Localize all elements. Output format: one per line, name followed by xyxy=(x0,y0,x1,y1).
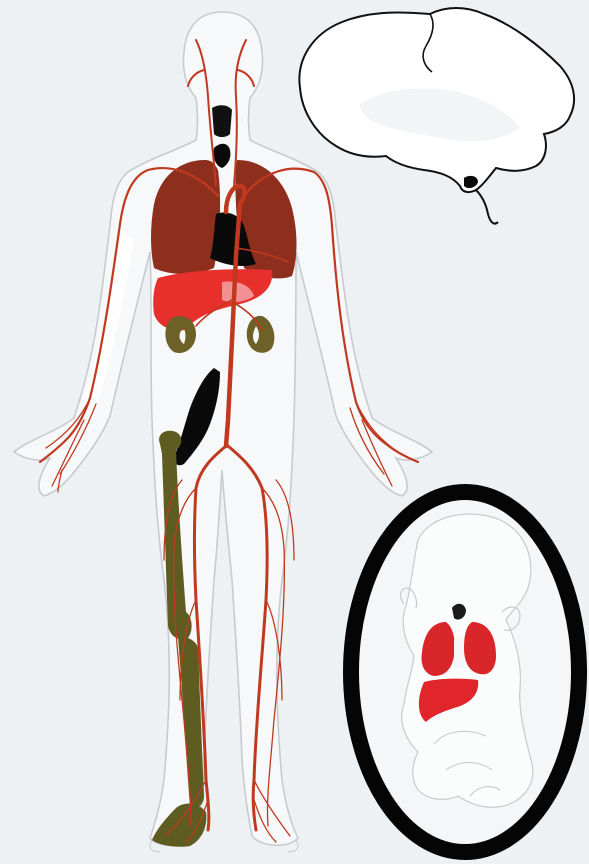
trachea xyxy=(212,105,232,137)
brain-panel xyxy=(299,8,574,224)
brain-stem xyxy=(476,190,498,224)
fetus-heart-gap xyxy=(454,637,464,669)
fetus-panel xyxy=(351,492,579,852)
